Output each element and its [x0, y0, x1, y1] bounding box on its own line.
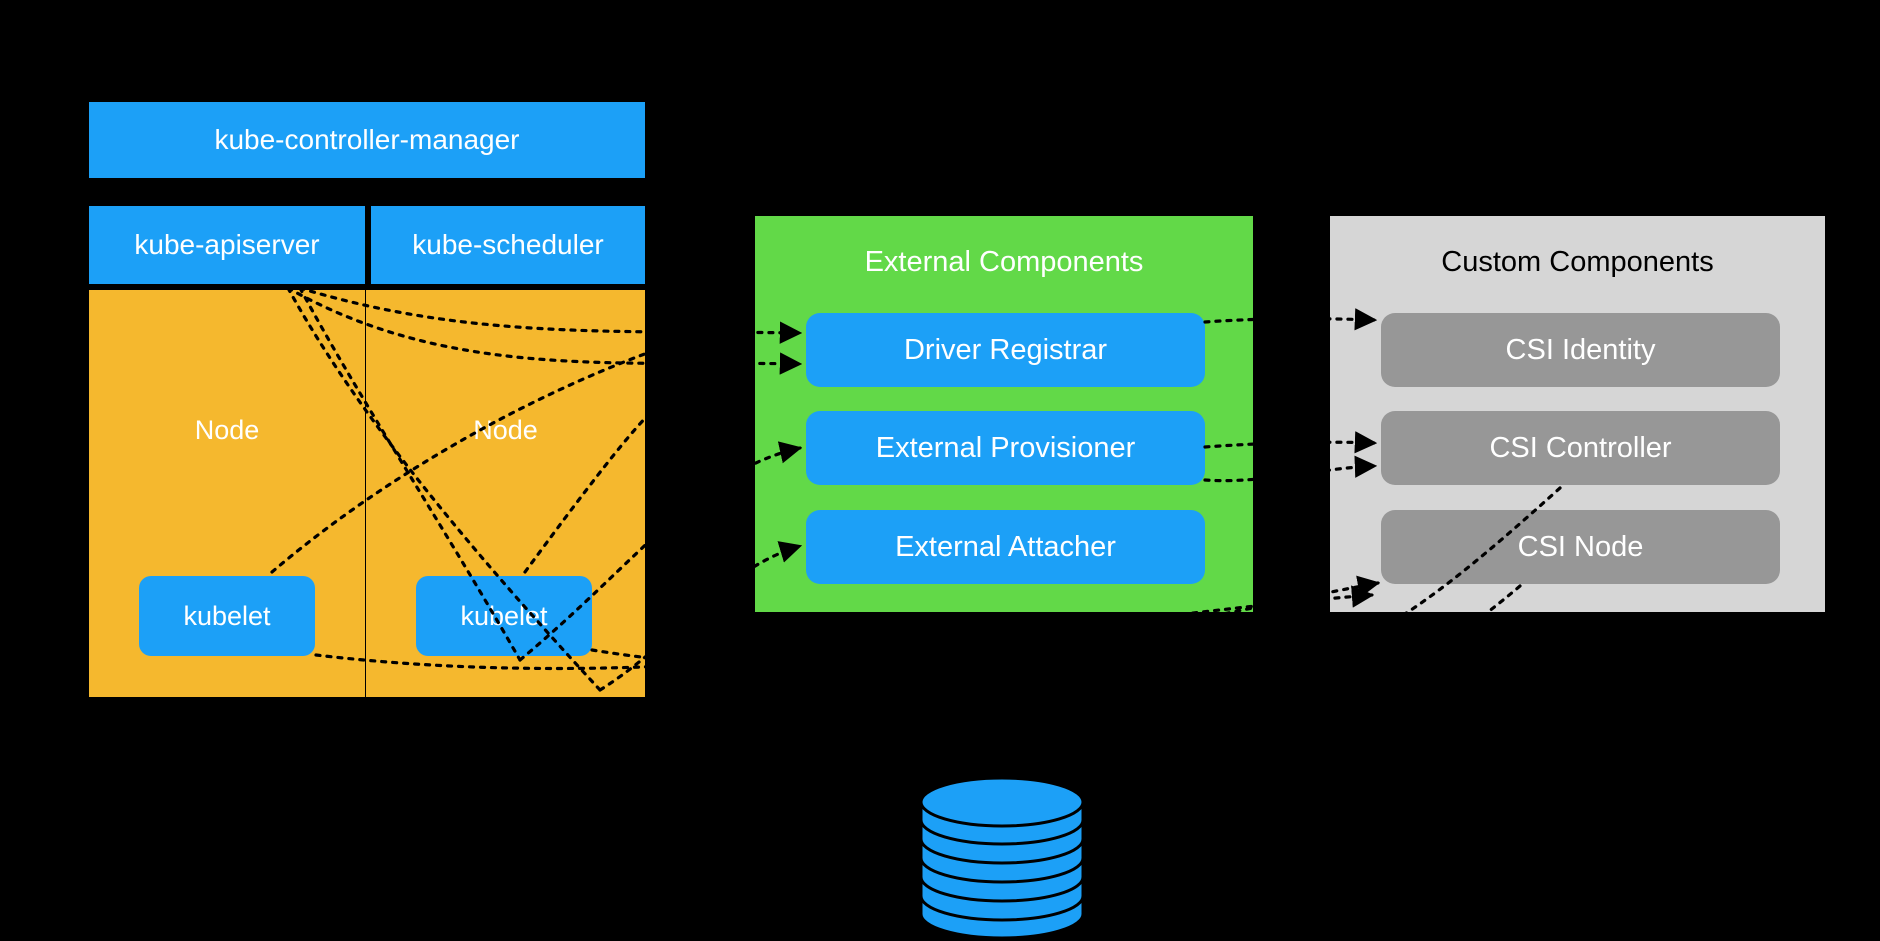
kube-scheduler-box[interactable]: kube-scheduler [371, 206, 645, 284]
wire-csi-node-storage [1023, 618, 1462, 850]
csi-node-box[interactable]: CSI Node [1381, 510, 1780, 584]
custom-components-title: Custom Components [1441, 246, 1714, 278]
driver-registrar-box[interactable]: Driver Registrar [806, 313, 1205, 387]
database-cylinder-icon[interactable] [915, 778, 1090, 938]
kube-apiserver-box[interactable]: kube-apiserver [89, 206, 365, 284]
csi-identity-box[interactable]: CSI Identity [1381, 313, 1780, 387]
external-attacher-box[interactable]: External Attacher [806, 510, 1205, 584]
external-components-title: External Components [864, 246, 1144, 278]
node-label-right: Node [473, 415, 538, 445]
external-provisioner-box[interactable]: External Provisioner [806, 411, 1205, 485]
kubelet-box-left[interactable]: kubelet [139, 576, 315, 656]
node-label-left: Node [194, 415, 260, 445]
kube-controller-manager-box[interactable]: kube-controller-manager [89, 102, 645, 178]
kubelet-box-right[interactable]: kubelet [416, 576, 592, 656]
node-divider [365, 290, 366, 697]
csi-controller-box[interactable]: CSI Controller [1381, 411, 1780, 485]
